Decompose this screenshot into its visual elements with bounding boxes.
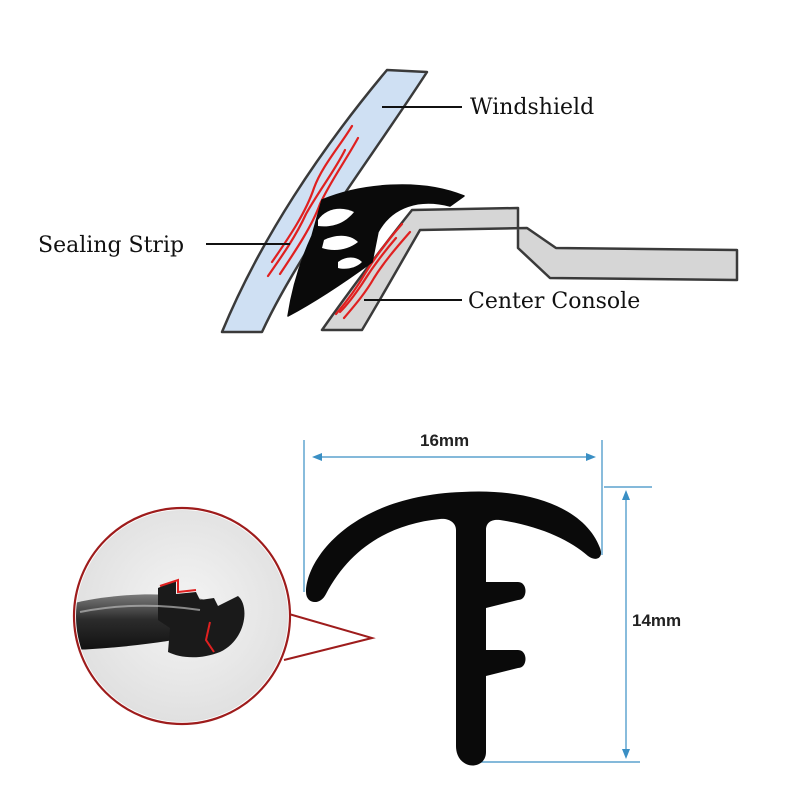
sealing-strip-label: Sealing Strip — [38, 233, 184, 258]
width-dimension-label: 16mm — [420, 431, 469, 450]
windshield-label: Windshield — [470, 95, 594, 120]
leader-lines — [206, 106, 462, 301]
center-console-label: Center Console — [468, 289, 640, 314]
center-console — [320, 206, 739, 332]
strip-photo — [76, 510, 288, 722]
installation-diagram: Windshield Sealing Strip Center Console — [38, 68, 739, 334]
sealing-strip-hole — [338, 257, 362, 269]
console-pressure-lines — [334, 222, 412, 320]
t-profile-shape — [306, 491, 602, 766]
callout-pointer — [281, 611, 376, 661]
windshield-pressure-lines — [266, 124, 360, 278]
sealing-strip-hole — [318, 208, 354, 227]
height-dimension-label: 14mm — [632, 611, 681, 630]
profile-diagram: 16mm 14mm — [72, 431, 681, 766]
dimension-lines — [303, 440, 652, 763]
dimension-arrowheads — [312, 453, 630, 759]
sealing-strip-hole — [322, 235, 358, 250]
